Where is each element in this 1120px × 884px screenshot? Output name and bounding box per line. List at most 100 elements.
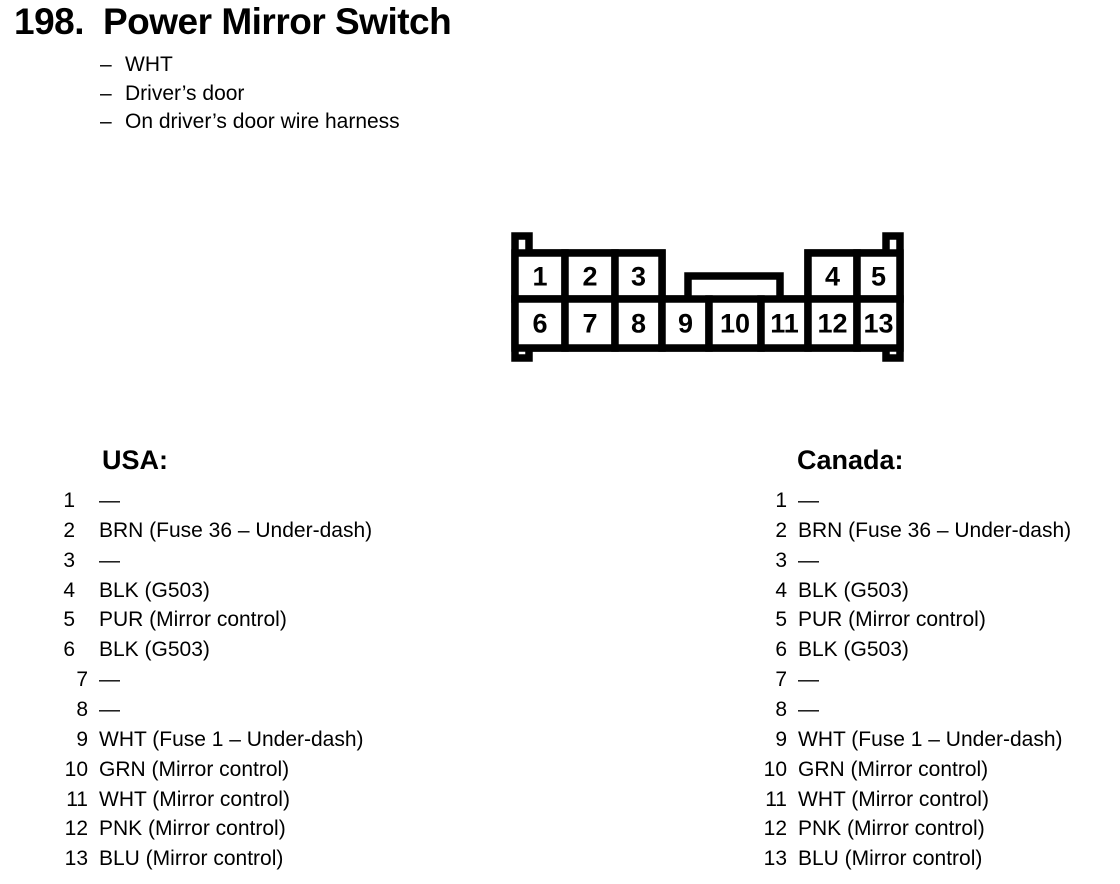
pin-label: — [798,489,819,512]
pin-cell-number: 9 [678,309,693,339]
pin-row: 5 PUR (Mirror control) [63,605,483,635]
pin-row: 9 WHT (Fuse 1 – Under-dash) [63,725,483,755]
pin-number: 13 [64,847,88,871]
pin-label: — [99,548,120,572]
pin-row: 5 PUR (Mirror control) [762,605,1120,635]
pin-label: BLU (Mirror control) [99,847,284,871]
pin-label: BLU (Mirror control) [798,847,983,871]
pin-label: — [798,548,819,572]
pin-row: 12 PNK (Mirror control) [762,814,1120,844]
pin-number: 3 [775,548,787,572]
pin-row: 11 WHT (Mirror control) [762,785,1120,815]
note-dash: – [100,53,112,76]
pin-number: 8 [76,698,88,722]
pin-row: 1— [63,486,483,516]
item-number: 198. [14,1,85,42]
pin-row: 8— [762,695,1120,725]
pin-cell-number: 2 [582,262,597,292]
pin-number: 9 [775,727,787,751]
pin-row: 13 BLU (Mirror control) [762,844,1120,874]
pin-number: 6 [63,638,75,662]
pin-number: 2 [63,518,75,542]
notes-list: – WHT – Driver’s door – On driver’s door… [100,51,400,137]
column-heading-canada: Canada: [797,445,904,475]
note-dash: – [100,110,112,134]
pin-row: 2 BRN (Fuse 36 – Under-dash) [63,516,483,546]
pin-row: 13 BLU (Mirror control) [63,844,483,874]
pin-label: BRN (Fuse 36 – Under-dash) [99,518,373,542]
pin-number: 1 [775,489,787,512]
pin-cell-number: 4 [825,262,840,292]
pin-label: — [798,668,819,692]
pin-row: 7— [762,665,1120,695]
pin-number: 10 [64,757,88,781]
pin-cell-number: 13 [863,309,893,339]
pin-number: 13 [763,847,787,871]
pin-number: 2 [775,518,787,542]
pin-number: 12 [763,817,787,841]
pin-number: 11 [765,787,787,811]
note-text: WHT [125,53,173,76]
pin-label: — [99,668,120,692]
note-item: – WHT [100,51,400,80]
pin-row: 7— [63,665,483,695]
pin-label: WHT (Mirror control) [798,787,989,811]
pin-label: BLK (G503) [798,578,909,602]
pin-cell [611,249,666,303]
pin-cell-number: 11 [770,309,799,339]
pin-cell-number: 5 [871,262,886,292]
pin-cell [853,249,904,303]
pin-number: 7 [775,668,787,692]
pin-label: PNK (Mirror control) [798,817,985,841]
pin-number: 5 [775,608,787,632]
pin-label: — [798,698,819,722]
pin-cell-number: 6 [532,309,547,339]
pin-row: 9 WHT (Fuse 1 – Under-dash) [762,725,1120,755]
pin-cell-number: 7 [582,309,597,339]
pin-number: 6 [775,638,787,662]
pin-number: 7 [76,668,88,692]
pin-label: BLK (G503) [99,638,210,662]
pin-number: 11 [66,787,88,811]
pin-row: 6 BLK (G503) [63,635,483,665]
pin-number: 3 [63,548,75,572]
note-text: On driver’s door wire harness [125,110,400,134]
pin-number: 9 [76,727,88,751]
pin-cell-number: 1 [532,262,547,292]
note-item: – Driver’s door [100,80,400,109]
pin-label: WHT (Fuse 1 – Under-dash) [798,727,1063,751]
pin-cell-number: 3 [631,262,646,292]
pin-label: BRN (Fuse 36 – Under-dash) [798,518,1072,542]
pin-number: 1 [63,489,75,512]
note-text: Driver’s door [125,81,245,105]
pin-label: BLK (G503) [99,578,210,602]
pin-label: PUR (Mirror control) [99,608,287,632]
pin-label: BLK (G503) [798,638,909,662]
note-item: – On driver’s door wire harness [100,108,400,137]
pin-row: 1— [762,486,1120,516]
pin-number: 10 [763,757,787,781]
pin-cell-number: 8 [631,309,646,339]
note-dash: – [100,81,112,105]
pin-cell [658,295,713,352]
pin-label: PUR (Mirror control) [798,608,986,632]
pin-row: 8— [63,695,483,725]
pin-cell-number: 10 [720,309,750,339]
pin-row: 3— [63,546,483,576]
pin-number: 12 [64,817,88,841]
pin-number: 5 [63,608,75,632]
pin-label: WHT (Mirror control) [99,787,290,811]
pin-row: 11 WHT (Mirror control) [63,785,483,815]
pin-label: WHT (Fuse 1 – Under-dash) [99,727,364,751]
pin-row: 2 BRN (Fuse 36 – Under-dash) [762,516,1120,546]
pin-label: — [99,489,120,512]
column-heading-usa: USA: [102,445,168,475]
pin-number: 8 [775,698,787,722]
pin-row: 3— [762,546,1120,576]
pin-label: — [99,698,120,722]
